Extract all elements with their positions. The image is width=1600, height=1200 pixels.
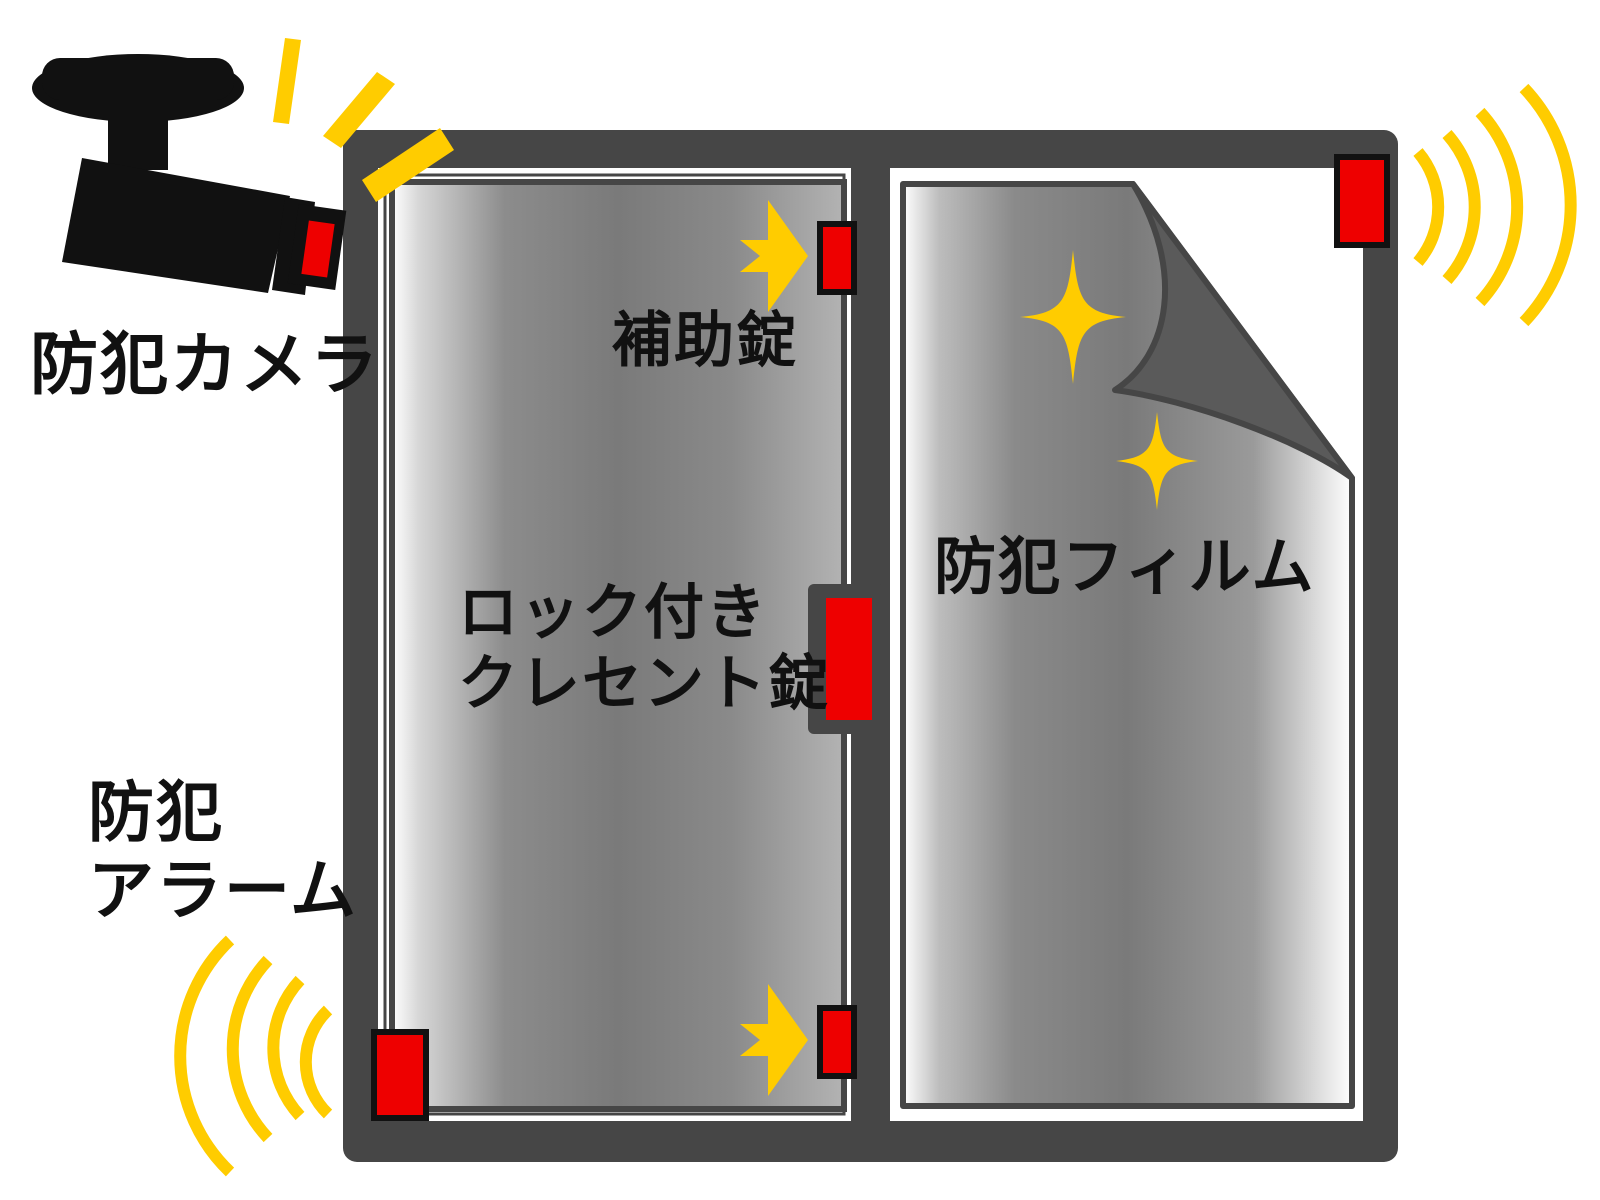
security-camera-icon	[32, 54, 347, 295]
security-film-label: 防犯フィルム	[934, 530, 1316, 603]
security-alarm-label-line1: 防犯	[88, 774, 224, 851]
security-alarm-label-line2: アラーム	[88, 851, 359, 929]
auxiliary-lock-top	[817, 221, 857, 295]
crescent-lock-label-line2: クレセント錠	[458, 648, 830, 719]
sound-wave-icon	[1413, 83, 1577, 327]
crescent-lock-label-line1: ロック付き	[458, 578, 768, 648]
peeled-film-flap	[1112, 181, 1355, 481]
security-alarm-label: 防犯 アラーム	[88, 774, 358, 930]
crescent-lock	[808, 584, 884, 734]
alarm-sensor-top-right	[1334, 154, 1390, 248]
camera-beam-lines	[273, 38, 454, 202]
pointer-arrow-icon	[740, 984, 808, 1096]
pointer-arrow-icon	[740, 200, 808, 312]
security-camera-label: 防犯カメラ	[30, 326, 381, 405]
auxiliary-lock-label: 補助錠	[612, 306, 798, 376]
crescent-lock-label: ロック付き クレセント錠	[458, 578, 830, 720]
sparkle-icon	[1020, 250, 1126, 384]
auxiliary-lock-bottom	[817, 1005, 857, 1079]
alarm-sensor-bottom-left	[371, 1029, 429, 1121]
sound-wave-icon	[174, 935, 333, 1177]
sparkle-icon	[1116, 412, 1198, 510]
